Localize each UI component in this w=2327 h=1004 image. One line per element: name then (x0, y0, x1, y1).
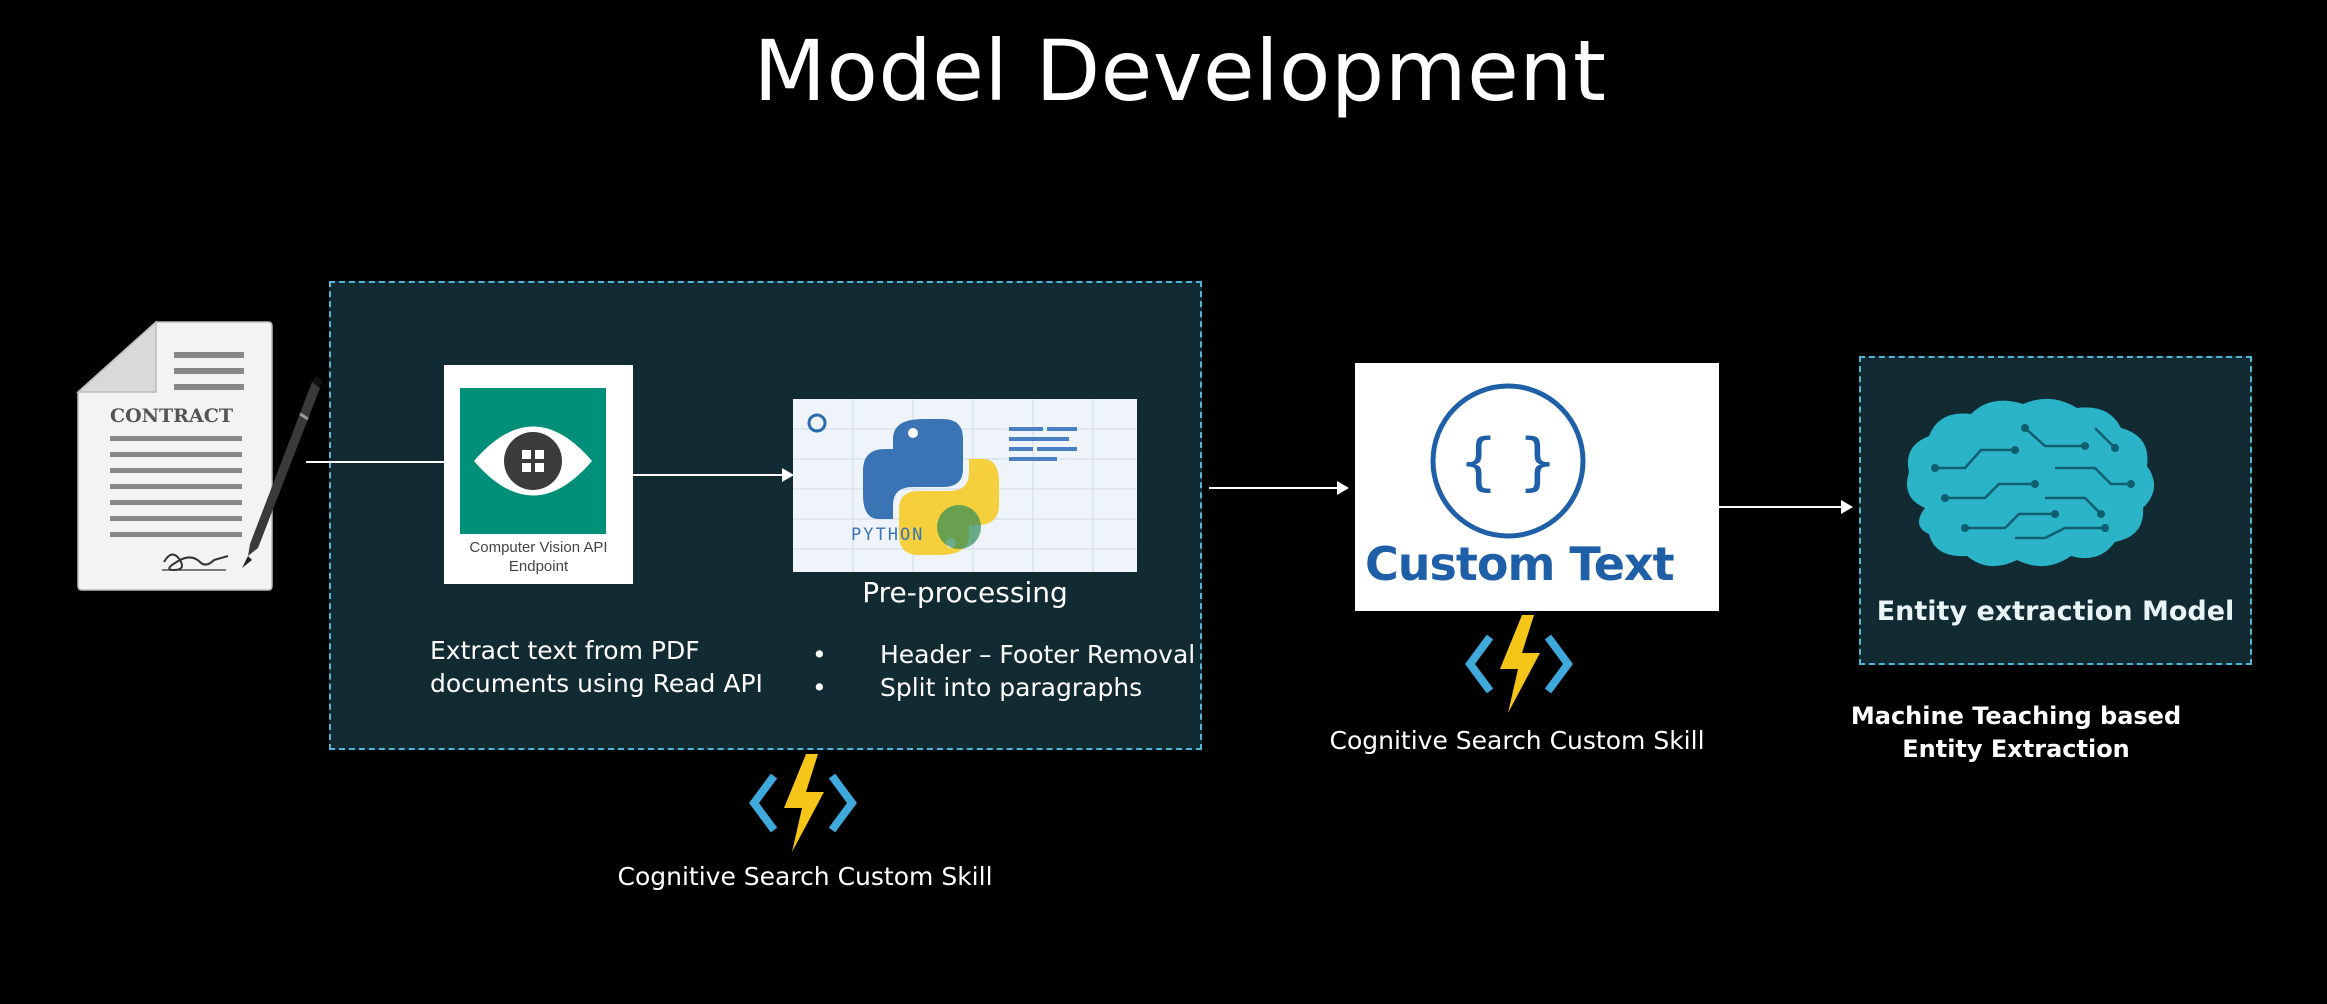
arrow-icon (1719, 497, 1855, 517)
preprocessing-bullets: • Header – Footer Removal • Split into par… (812, 638, 1195, 704)
python-logo-icon: PYTHON (793, 399, 1137, 572)
azure-function-icon (1464, 609, 1574, 719)
skill-caption-1: Cognitive Search Custom Skill (617, 862, 993, 891)
cv-label-line2: Endpoint (508, 558, 569, 575)
cv-description-line2: documents using Read API (430, 669, 763, 698)
list-item: • Split into paragraphs (812, 671, 1195, 704)
eye-icon (460, 388, 606, 534)
bullet-text: Split into paragraphs (880, 673, 1143, 702)
cv-description: Extract text from PDF documents using Re… (430, 634, 790, 700)
bullet-dot: • (812, 640, 827, 669)
preprocessing-label: Pre-processing (862, 576, 1068, 609)
contract-document-icon: CONTRACT (72, 318, 332, 598)
bullet-text: Header – Footer Removal (880, 640, 1196, 669)
arrow-icon (306, 452, 466, 472)
skill-caption-2: Cognitive Search Custom Skill (1329, 726, 1705, 755)
arrow-icon (632, 465, 796, 485)
list-item: • Header – Footer Removal (812, 638, 1195, 671)
page-title: Model Development (753, 22, 1607, 120)
custom-text-card: { } Custom Text (1355, 363, 1719, 611)
cv-label: Computer Vision API Endpoint (444, 538, 633, 576)
mt-caption-line1: Machine Teaching based (1850, 702, 2182, 730)
mt-caption-line2: Entity Extraction (1902, 735, 2130, 763)
machine-teaching-caption: Machine Teaching based Entity Extraction (1836, 700, 2196, 766)
entity-model-label: Entity extraction Model (1876, 596, 2235, 627)
bullet-dot: • (812, 673, 827, 702)
arrow-icon (1209, 478, 1351, 498)
python-logo-text: PYTHON (851, 525, 924, 545)
cv-description-line1: Extract text from PDF (430, 636, 700, 665)
brain-icon (1895, 388, 2165, 578)
pen-icon (242, 376, 322, 568)
cv-label-line1: Computer Vision API (469, 539, 608, 556)
entity-model-panel: Entity extraction Model (1859, 356, 2252, 665)
braces-glyph: { } (1459, 425, 1558, 498)
contract-heading: CONTRACT (110, 405, 233, 427)
braces-icon: { } (1428, 381, 1588, 541)
computer-vision-card: Computer Vision API Endpoint (444, 365, 633, 584)
custom-text-label: Custom Text (1365, 537, 1675, 591)
azure-function-icon (748, 748, 858, 858)
